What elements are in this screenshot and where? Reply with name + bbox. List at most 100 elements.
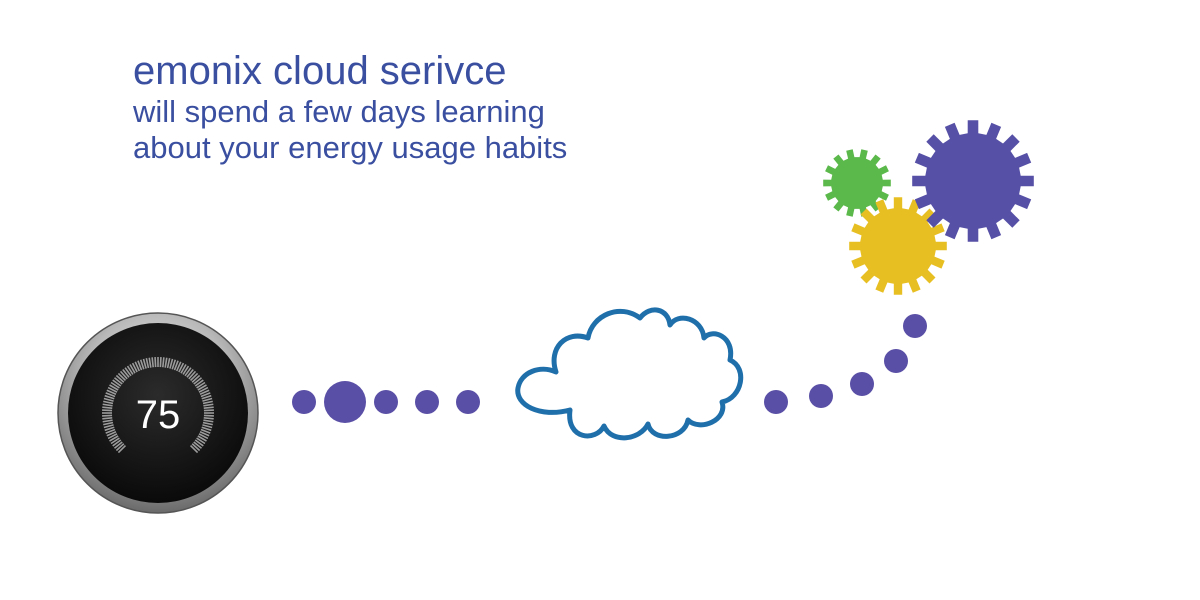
dial-tick [196,381,206,389]
dial-tick [115,374,125,383]
dial-tick [162,357,165,368]
dial-tick [193,441,203,449]
connector-dot [456,390,480,414]
connector-dot [903,314,927,338]
dial-tick [148,357,152,368]
dial-tick [199,430,210,437]
dial-tick [126,365,134,375]
dial-tick [129,364,136,374]
cloud-icon [515,307,744,441]
dial-tick [103,424,114,429]
dial-tick [109,435,119,442]
dial-tick [117,444,127,454]
thermostat-dial-ticks [102,357,214,454]
dial-tick [164,357,168,368]
dial-tick [198,386,209,393]
dial-tick [191,374,201,383]
dial-tick [113,377,123,385]
connector-dot [884,349,908,373]
dial-tick [189,372,199,382]
gear-yellow-icon [849,197,947,295]
dial-tick [169,358,174,369]
subtitle-line-1: will spend a few days learning [133,94,545,129]
thermostat-icon: 75 [57,312,259,514]
connector-dot [415,390,439,414]
dial-tick [151,357,154,368]
dial-tick [202,397,213,402]
gears-group [823,120,1034,295]
dial-tick [107,433,118,440]
dial-tick [175,361,182,372]
dial-tick [184,367,192,377]
dial-tick [193,377,203,385]
dial-tick [203,409,214,412]
dial-tick [102,414,113,417]
dial-tick [115,443,125,452]
dial-tick [180,364,187,374]
dial-tick [134,361,141,372]
dial-tick [106,430,117,437]
dial-tick [107,386,118,393]
dial-tick [203,417,214,420]
dial-tick [102,403,113,407]
dial-tick [102,417,113,420]
connector-dot [850,372,874,396]
connector-dot [764,390,788,414]
dial-tick [182,365,190,375]
dial-tick [104,426,115,432]
dial-tick [103,397,114,402]
dial-tick [196,437,206,445]
dial-tick [154,357,157,368]
dial-tick [202,421,213,426]
dial-tick [189,444,199,454]
dial-tick [110,381,120,389]
dial-tick [186,368,194,378]
dial-tick [102,406,113,409]
gear-purple-icon [912,120,1034,242]
dial-tick [103,421,114,426]
dial-tick [203,419,214,423]
dial-tick [106,389,117,396]
dial-tick [102,409,113,412]
dial-tick [203,406,214,409]
dial-tick [117,372,127,382]
page-title: emonix cloud serivce [133,49,507,93]
thermostat-temperature: 75 [136,393,181,437]
connector-dot [324,381,366,423]
dial-tick [110,437,120,445]
dial-tick [139,359,145,370]
dial-tick [200,392,211,398]
dial-tick [191,443,201,452]
headline: emonix cloud serivce will spend a few da… [133,48,567,165]
connector-dots-left [292,381,480,423]
dial-tick [197,384,207,391]
dial-tick [201,394,212,400]
dial-tick [203,403,214,407]
dial-tick [171,359,177,370]
dial-tick [112,379,122,387]
dial-tick [202,424,213,429]
dial-tick [102,419,113,423]
dial-tick [194,379,204,387]
dial-tick [173,360,179,371]
gear-green-icon [823,149,891,217]
dial-tick [202,400,213,405]
dial-tick [103,400,114,405]
dial-tick [124,367,132,377]
dial-tick [109,384,119,391]
dial-tick [188,370,197,380]
connector-dot [374,390,398,414]
connector-dot [292,390,316,414]
dial-tick [122,368,130,378]
dial-tick [159,357,162,368]
dial-tick [105,428,116,434]
dial-tick [197,435,207,442]
dial-tick [178,362,185,373]
dial-tick [137,360,143,371]
dial-tick [145,358,150,369]
dial-tick [142,358,147,369]
dial-tick [194,439,204,447]
subtitle-line-2: about your energy usage habits [133,129,568,165]
